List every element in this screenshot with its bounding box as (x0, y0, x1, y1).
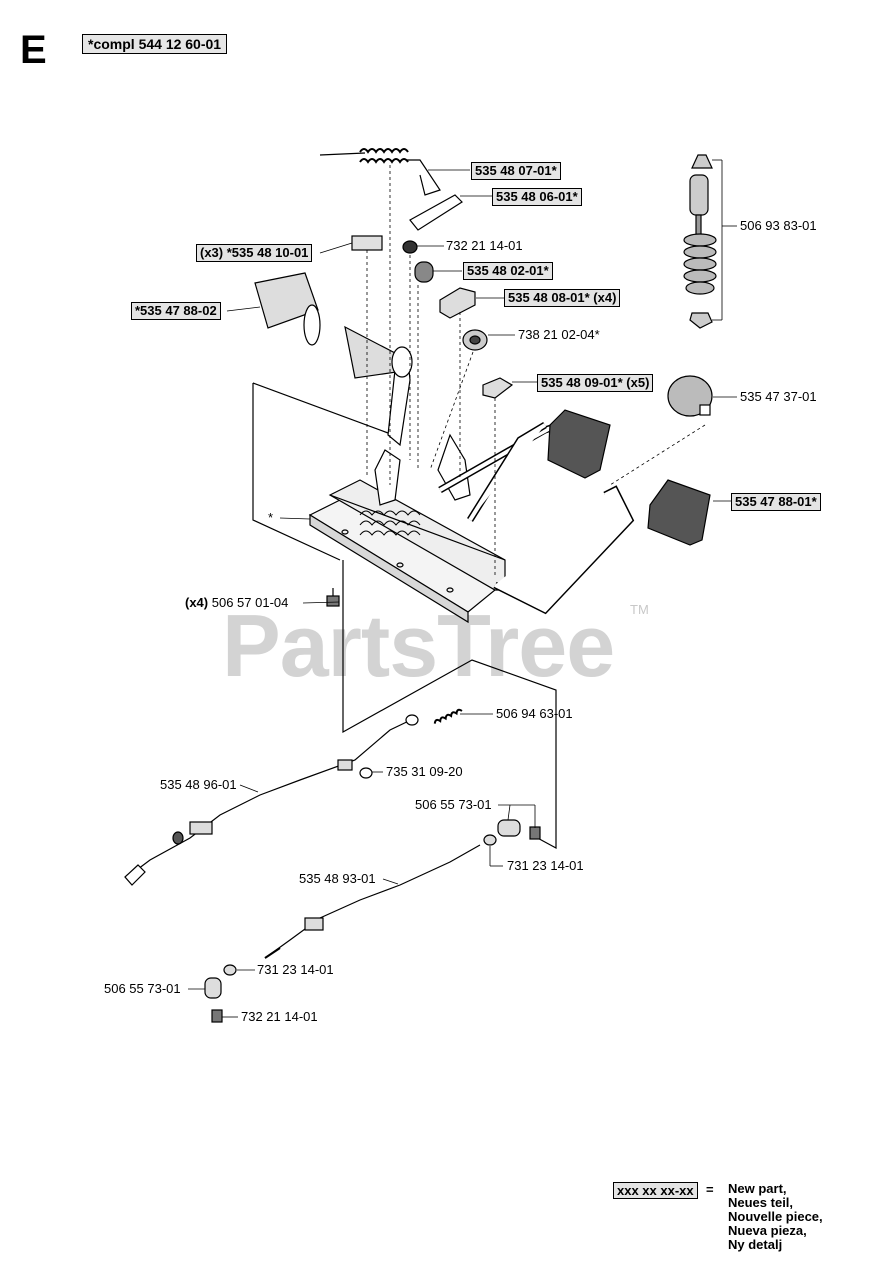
callout-part-506-93-83-01[interactable]: 506 93 83-01 (740, 218, 817, 233)
mounting-bolt (326, 588, 340, 607)
callout-part-506-55-73-01-right[interactable]: 506 55 73-01 (415, 797, 492, 812)
legend: xxx xx xx-xx = New part, Neues teil, Nou… (613, 1182, 823, 1252)
callout-part-732-21-14-01-top[interactable]: 732 21 14-01 (446, 238, 523, 253)
legend-line: Ny detalj (728, 1237, 783, 1252)
pedal-arms (374, 358, 635, 615)
callout-part-535-48-07-01[interactable]: 535 48 07-01* (471, 162, 561, 180)
callout-part-731-23-14-01-left[interactable]: 731 23 14-01 (257, 962, 334, 977)
callout-part-535-48-93-01[interactable]: 535 48 93-01 (299, 871, 376, 886)
callout-asterisk: * (268, 510, 274, 525)
callout-part-535-47-88-01[interactable]: 535 47 88-01* (731, 493, 821, 511)
callout-part-535-48-02-01[interactable]: 535 48 02-01* (463, 262, 553, 280)
frame-outline (252, 382, 557, 850)
legend-line: Nueva pieza, (728, 1223, 807, 1238)
legend-sample-box: xxx xx xx-xx (613, 1182, 698, 1199)
cable-upper (124, 714, 419, 886)
callout-part-738-21-02-04[interactable]: 738 21 02-04* (518, 327, 600, 342)
callout-part-732-21-14-01-bottom[interactable]: 732 21 14-01 (241, 1009, 318, 1024)
pedal-pads (547, 409, 711, 546)
damper-shock (683, 154, 717, 329)
legend-line: New part, (728, 1181, 787, 1196)
callout-part-number: 506 57 01-04 (211, 595, 289, 610)
callout-part-506-94-63-01[interactable]: 506 94 63-01 (496, 706, 573, 721)
shaft-springs (359, 510, 421, 536)
watermark-trademark: TM (630, 602, 649, 617)
callout-part-535-47-88-02[interactable]: *535 47 88-02 (131, 302, 221, 320)
legend-line: Nouvelle piece, (728, 1209, 823, 1224)
legend-description: New part, Neues teil, Nouvelle piece, Nu… (728, 1182, 823, 1252)
leader-lines (188, 159, 737, 1018)
callout-part-506-55-73-01-left[interactable]: 506 55 73-01 (104, 981, 181, 996)
legend-equals: = (706, 1182, 714, 1197)
assembly-part-number: *compl 544 12 60-01 (82, 34, 228, 54)
callout-quantity: (x4) (185, 595, 209, 610)
small-parts (351, 235, 514, 399)
watermark: PartsTree (222, 596, 615, 695)
section-letter: E (20, 28, 47, 72)
callout-part-535-48-06-01[interactable]: 535 48 06-01* (492, 188, 582, 206)
upper-spring (319, 148, 441, 196)
callout-part-506-57-01-04[interactable]: (x4) 506 57 01-04 (185, 595, 288, 611)
pedal-sleeves (254, 272, 413, 379)
bracket-plate (409, 194, 463, 231)
legend-line: Neues teil, (728, 1195, 794, 1210)
ball-joints (204, 819, 541, 1023)
callout-part-535-48-09-01[interactable]: 535 48 09-01* (x5) (537, 374, 654, 392)
mounting-plate (308, 479, 506, 624)
callout-part-535-47-37-01[interactable]: 535 47 37-01 (740, 389, 817, 404)
pedal-knob (667, 375, 713, 417)
dashed-guides (366, 165, 706, 578)
callout-part-731-23-14-01-right[interactable]: 731 23 14-01 (507, 858, 584, 873)
callout-part-535-48-10-01[interactable]: (x3) *535 48 10-01 (196, 244, 313, 262)
return-spring (433, 708, 463, 724)
cable-lower (264, 844, 481, 959)
callout-part-535-48-08-01[interactable]: 535 48 08-01* (x4) (504, 289, 621, 307)
callout-part-535-48-96-01[interactable]: 535 48 96-01 (160, 777, 237, 792)
callout-part-735-31-09-20[interactable]: 735 31 09-20 (386, 764, 463, 779)
